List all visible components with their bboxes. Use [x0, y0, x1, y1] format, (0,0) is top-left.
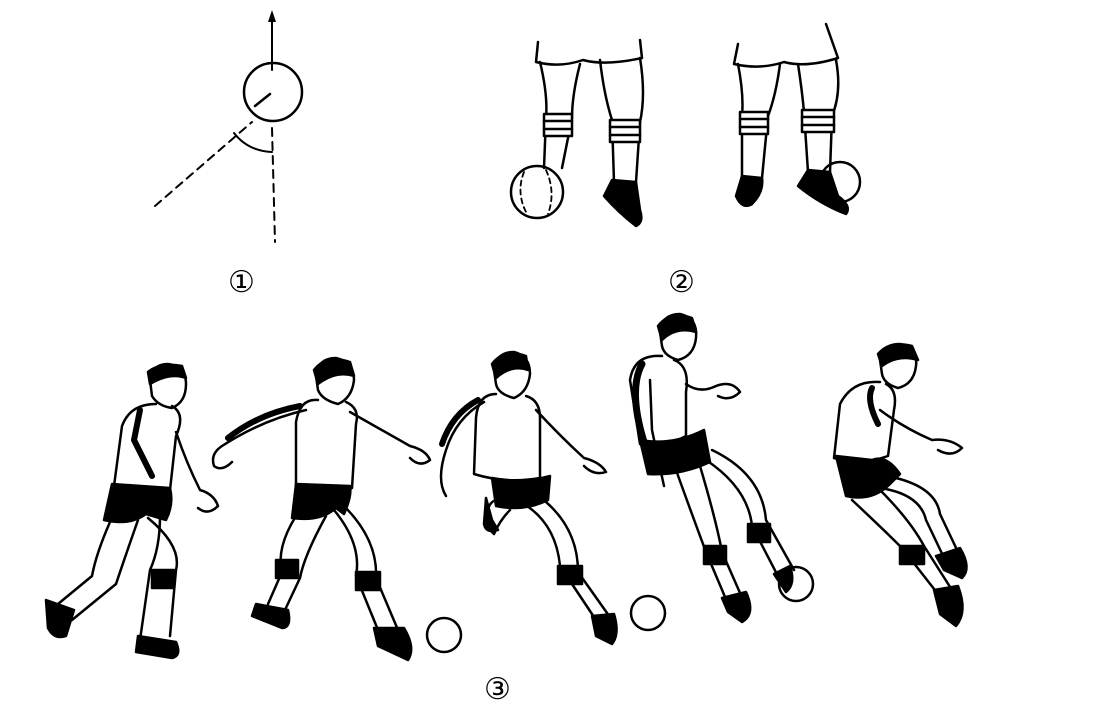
figure-label-3: ③ — [484, 672, 511, 707]
dribbler-frame-4 — [630, 314, 794, 622]
dribbler-frame-5 — [834, 344, 967, 626]
figure-label-2: ② — [668, 265, 695, 300]
dribbler-frame-1 — [46, 364, 218, 658]
dribbler-frame-2 — [213, 358, 430, 660]
figure-label-1: ① — [228, 265, 255, 300]
angle-diagram — [155, 10, 302, 242]
ball-icon — [511, 166, 563, 218]
stance-closeup-left — [511, 40, 643, 226]
ball-icon — [631, 596, 665, 630]
stance-closeup-right — [734, 24, 860, 214]
ball-icon — [779, 567, 813, 601]
ball-icon — [244, 63, 302, 121]
ball-icon — [427, 618, 461, 652]
dribbler-frame-3 — [441, 352, 617, 644]
